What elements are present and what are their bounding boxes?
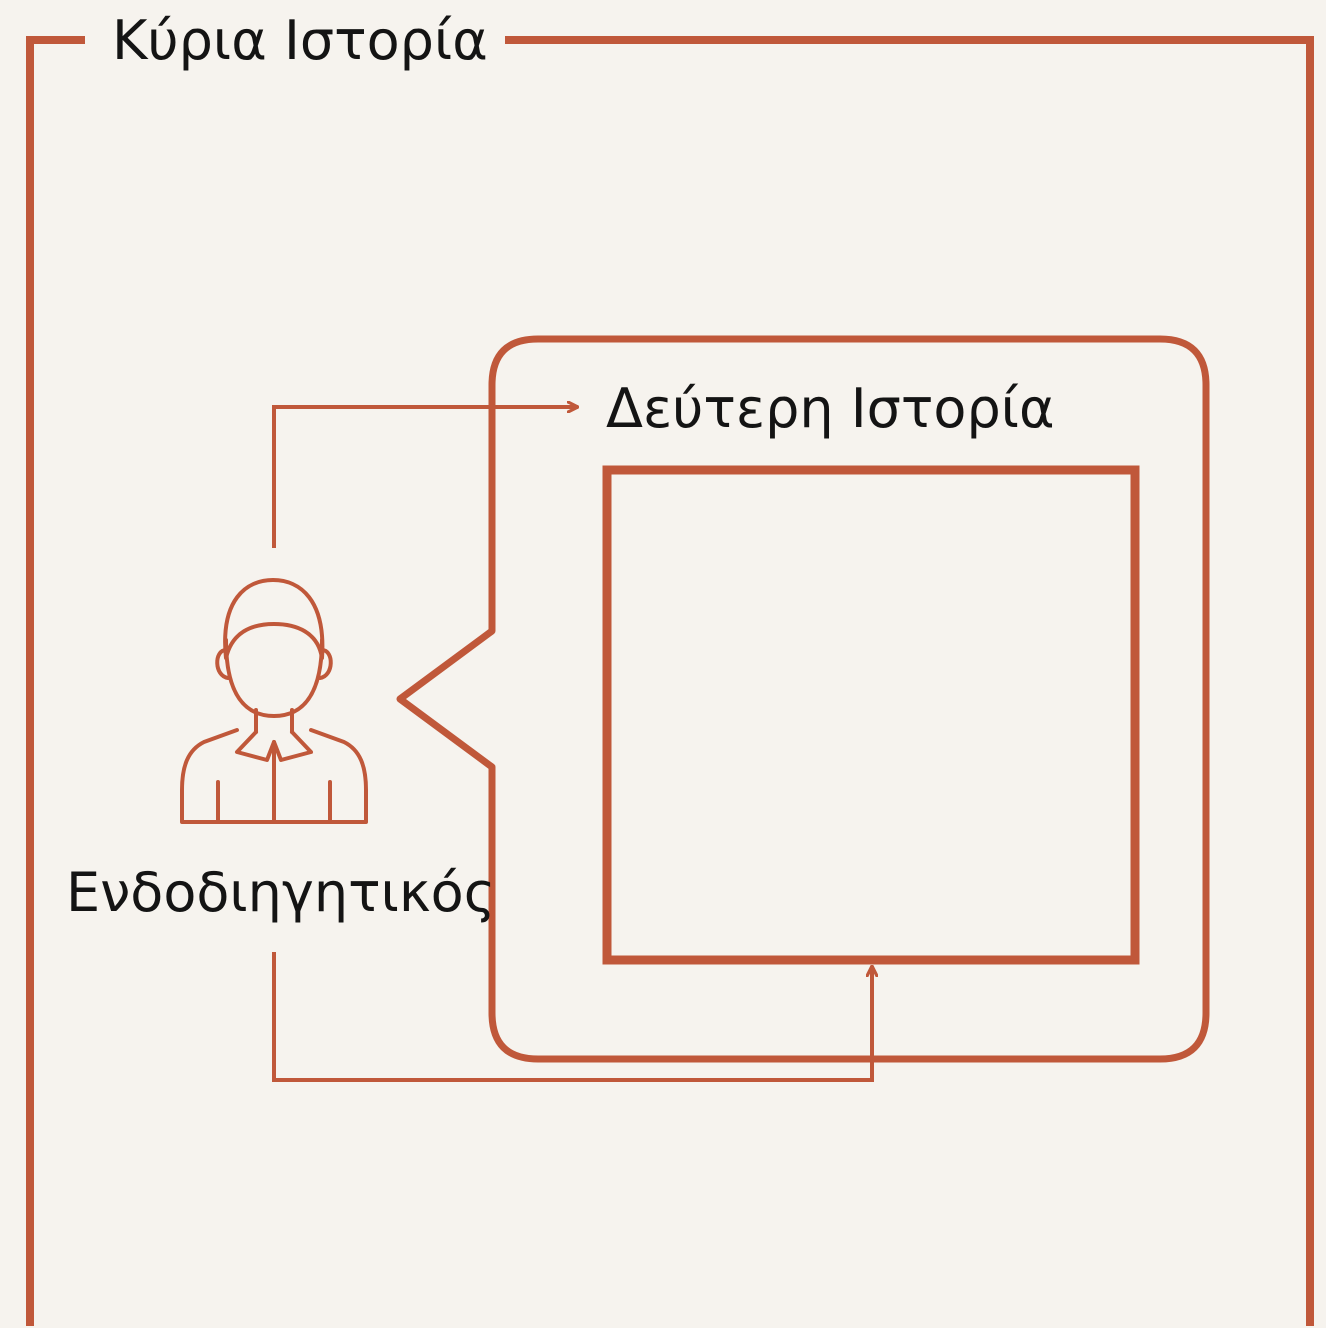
main-story-title: Κύρια Ιστορία [110, 9, 490, 72]
narrator-to-second-story-arrow [272, 407, 578, 548]
inner-story-frame [602, 465, 1140, 965]
narrator-label: Ενδοδιηγητικός [66, 861, 496, 924]
second-story-bubble [396, 335, 1210, 1063]
main-story-frame [26, 36, 1314, 1326]
second-story-title: Δεύτερη Ιστορία [606, 377, 1055, 440]
person-icon [180, 578, 368, 824]
narrator-to-inner-story-arrow [272, 952, 872, 1082]
